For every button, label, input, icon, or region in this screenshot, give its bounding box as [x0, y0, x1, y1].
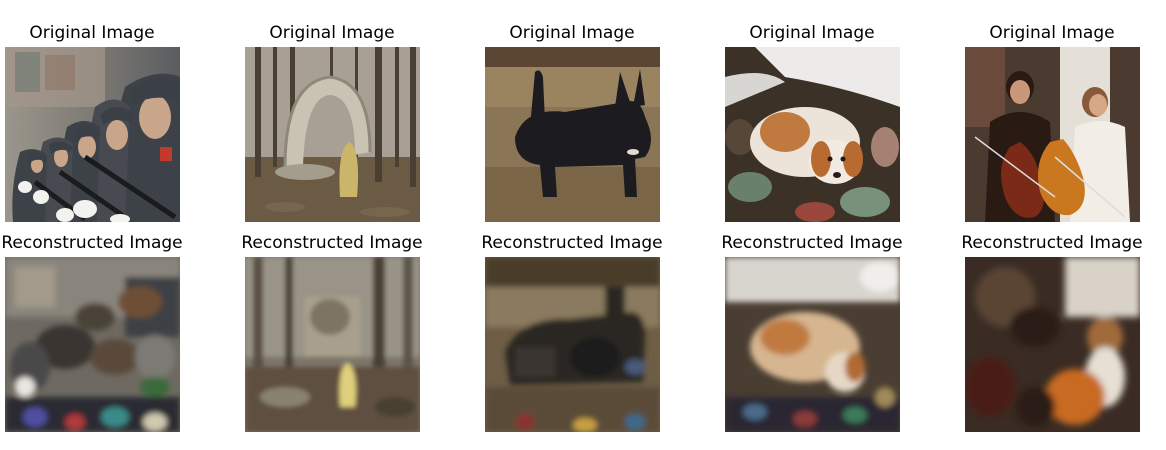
- terrier-photo-original: [485, 47, 660, 222]
- original-title-3: Original Image: [509, 23, 635, 43]
- cello-players-photo-reconstructed: [965, 257, 1140, 432]
- original-image-5: [965, 47, 1140, 222]
- puppy-photo-original: [725, 47, 900, 222]
- forest-arch-photo-reconstructed: [245, 257, 420, 432]
- original-title-4: Original Image: [749, 23, 875, 43]
- reconstructed-title-5: Reconstructed Image: [961, 233, 1143, 253]
- reconstructed-title-4: Reconstructed Image: [721, 233, 903, 253]
- reconstructed-title-2: Reconstructed Image: [241, 233, 423, 253]
- forest-arch-photo-original: [245, 47, 420, 222]
- reconstructed-image-2: [245, 257, 420, 432]
- soldiers-photo-original: [5, 47, 180, 222]
- reconstructed-title-1: Reconstructed Image: [1, 233, 183, 253]
- original-image-4: [725, 47, 900, 222]
- original-title-2: Original Image: [269, 23, 395, 43]
- reconstructed-image-4: [725, 257, 900, 432]
- terrier-photo-reconstructed: [485, 257, 660, 432]
- reconstructed-image-5: [965, 257, 1140, 432]
- original-title-5: Original Image: [989, 23, 1115, 43]
- reconstructed-title-3: Reconstructed Image: [481, 233, 663, 253]
- original-image-3: [485, 47, 660, 222]
- original-title-1: Original Image: [29, 23, 155, 43]
- cello-players-photo-original: [965, 47, 1140, 222]
- soldiers-photo-reconstructed: [5, 257, 180, 432]
- original-image-2: [245, 47, 420, 222]
- reconstructed-image-3: [485, 257, 660, 432]
- reconstructed-image-1: [5, 257, 180, 432]
- original-image-1: [5, 47, 180, 222]
- puppy-photo-reconstructed: [725, 257, 900, 432]
